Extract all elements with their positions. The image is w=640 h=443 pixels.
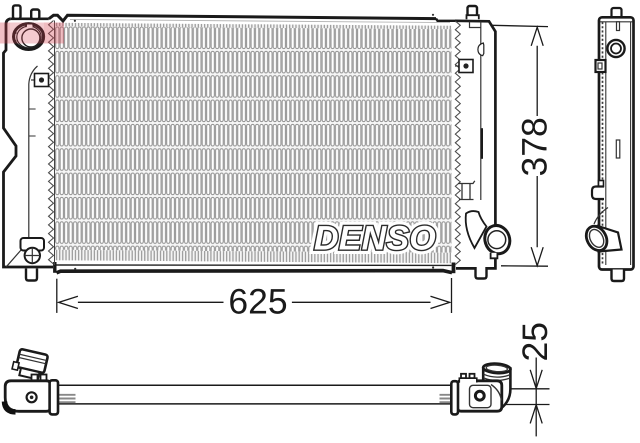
- svg-text:DENSO: DENSO: [314, 219, 436, 257]
- svg-text:378: 378: [515, 117, 555, 176]
- svg-text:DENSO: DENSO: [314, 219, 436, 257]
- svg-text:25: 25: [515, 322, 555, 362]
- svg-text:625: 625: [228, 282, 287, 322]
